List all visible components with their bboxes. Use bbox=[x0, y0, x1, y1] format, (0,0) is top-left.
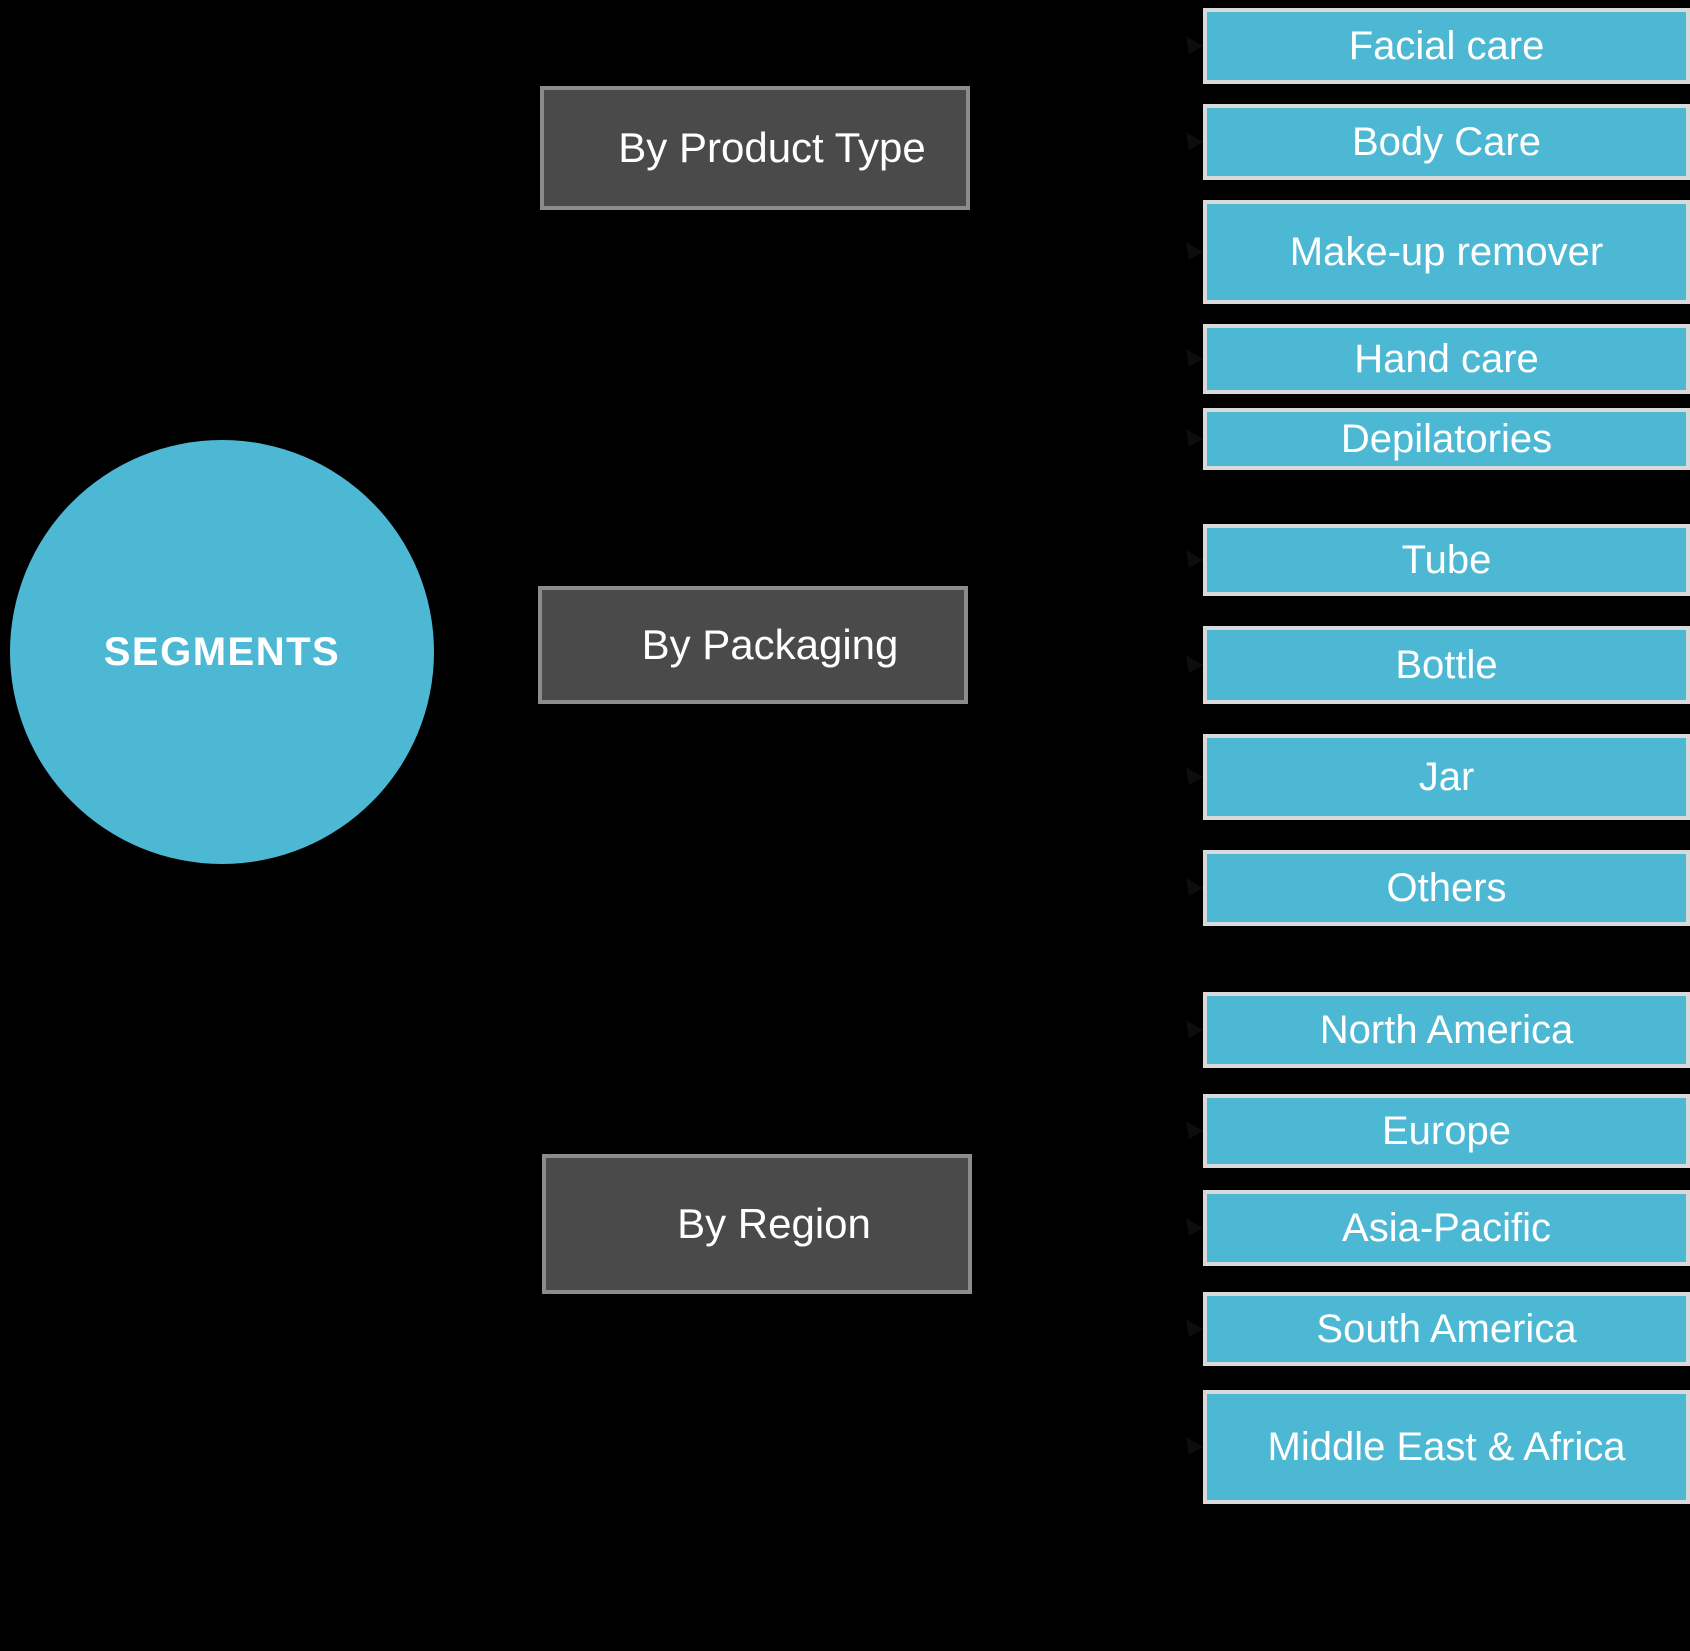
leaf-label-facial-care: Facial care bbox=[1348, 24, 1545, 68]
link-region-0 bbox=[970, 1028, 1203, 1225]
link-hub-to-packaging bbox=[433, 643, 538, 654]
leaf-box-others[interactable]: Others bbox=[1203, 850, 1690, 926]
leaf-box-middle-east-africa[interactable]: Middle East & Africa bbox=[1203, 1390, 1690, 1504]
segments-hub: SEGMENTS bbox=[10, 440, 434, 864]
arrowhead-product-3 bbox=[1186, 349, 1203, 367]
leaf-label-north-america: North America bbox=[1319, 1008, 1574, 1052]
leaf-label-asia-pacific: Asia-Pacific bbox=[1342, 1206, 1551, 1250]
leaf-box-north-america[interactable]: North America bbox=[1203, 992, 1690, 1068]
leaf-box-tube[interactable]: Tube bbox=[1203, 524, 1690, 596]
leaf-label-hand-care: Hand care bbox=[1354, 337, 1539, 381]
arrowhead-region-4 bbox=[1186, 1437, 1203, 1455]
link-hub-to-product bbox=[432, 148, 540, 561]
category-label-packaging: By Packaging bbox=[641, 621, 899, 669]
link-packaging-0 bbox=[967, 558, 1203, 647]
arrowhead-region-0 bbox=[1186, 1020, 1203, 1038]
link-region-2 bbox=[971, 1222, 1203, 1230]
leaf-label-middle-east-africa: Middle East & Africa bbox=[1267, 1425, 1626, 1469]
leaf-box-south-america[interactable]: South America bbox=[1203, 1292, 1690, 1366]
leaf-label-tube: Tube bbox=[1401, 538, 1492, 582]
category-label-product-type: By Product Type bbox=[618, 124, 926, 172]
leaf-box-depilatories[interactable]: Depilatories bbox=[1203, 408, 1690, 470]
category-box-packaging[interactable]: By Packaging bbox=[538, 586, 968, 704]
leaf-label-bottle: Bottle bbox=[1395, 643, 1498, 687]
link-packaging-2 bbox=[966, 643, 1203, 779]
arrowhead-packaging-1 bbox=[1186, 655, 1203, 673]
link-packaging-3 bbox=[966, 644, 1203, 890]
leaf-box-make-up-remover[interactable]: Make-up remover bbox=[1203, 200, 1690, 304]
leaf-box-jar[interactable]: Jar bbox=[1203, 734, 1690, 820]
link-product-4 bbox=[968, 169, 1203, 441]
arrowhead-region-3 bbox=[1186, 1319, 1203, 1337]
link-region-4 bbox=[970, 1223, 1203, 1449]
segments-hub-label: SEGMENTS bbox=[103, 630, 341, 674]
leaf-label-europe: Europe bbox=[1382, 1109, 1511, 1153]
link-hub-to-region bbox=[432, 743, 542, 1226]
arrowhead-region-1 bbox=[1186, 1121, 1203, 1139]
leaf-box-facial-care[interactable]: Facial care bbox=[1203, 8, 1690, 84]
leaf-box-asia-pacific[interactable]: Asia-Pacific bbox=[1203, 1190, 1690, 1266]
arrowhead-product-0 bbox=[1186, 36, 1203, 54]
leaf-label-others: Others bbox=[1386, 866, 1507, 910]
link-product-0 bbox=[969, 44, 1203, 150]
arrowhead-product-2 bbox=[1186, 242, 1203, 260]
link-packaging-1 bbox=[967, 643, 1203, 667]
category-label-region: By Region bbox=[677, 1200, 871, 1248]
arrowhead-product-1 bbox=[1186, 132, 1203, 150]
arrowhead-region-2 bbox=[1186, 1218, 1203, 1236]
arrowhead-product-4 bbox=[1186, 429, 1203, 447]
link-product-3 bbox=[968, 159, 1203, 361]
leaf-box-europe[interactable]: Europe bbox=[1203, 1094, 1690, 1168]
leaf-box-bottle[interactable]: Bottle bbox=[1203, 626, 1690, 704]
leaf-label-body-care: Body Care bbox=[1352, 120, 1541, 164]
link-product-2 bbox=[969, 146, 1203, 254]
category-box-product-type[interactable]: By Product Type bbox=[540, 86, 970, 210]
arrowhead-packaging-2 bbox=[1186, 767, 1203, 785]
arrowhead-packaging-0 bbox=[1186, 550, 1203, 568]
link-region-1 bbox=[971, 1129, 1203, 1226]
leaf-box-hand-care[interactable]: Hand care bbox=[1203, 324, 1690, 394]
leaf-label-depilatories: Depilatories bbox=[1340, 417, 1553, 461]
link-region-3 bbox=[971, 1222, 1203, 1331]
leaf-label-make-up-remover: Make-up remover bbox=[1289, 230, 1604, 274]
leaf-box-body-care[interactable]: Body Care bbox=[1203, 104, 1690, 180]
leaf-label-south-america: South America bbox=[1316, 1307, 1577, 1351]
arrowhead-packaging-3 bbox=[1186, 878, 1203, 896]
leaf-label-jar: Jar bbox=[1418, 755, 1475, 799]
link-product-1 bbox=[969, 140, 1203, 150]
category-box-region[interactable]: By Region bbox=[542, 1154, 972, 1294]
